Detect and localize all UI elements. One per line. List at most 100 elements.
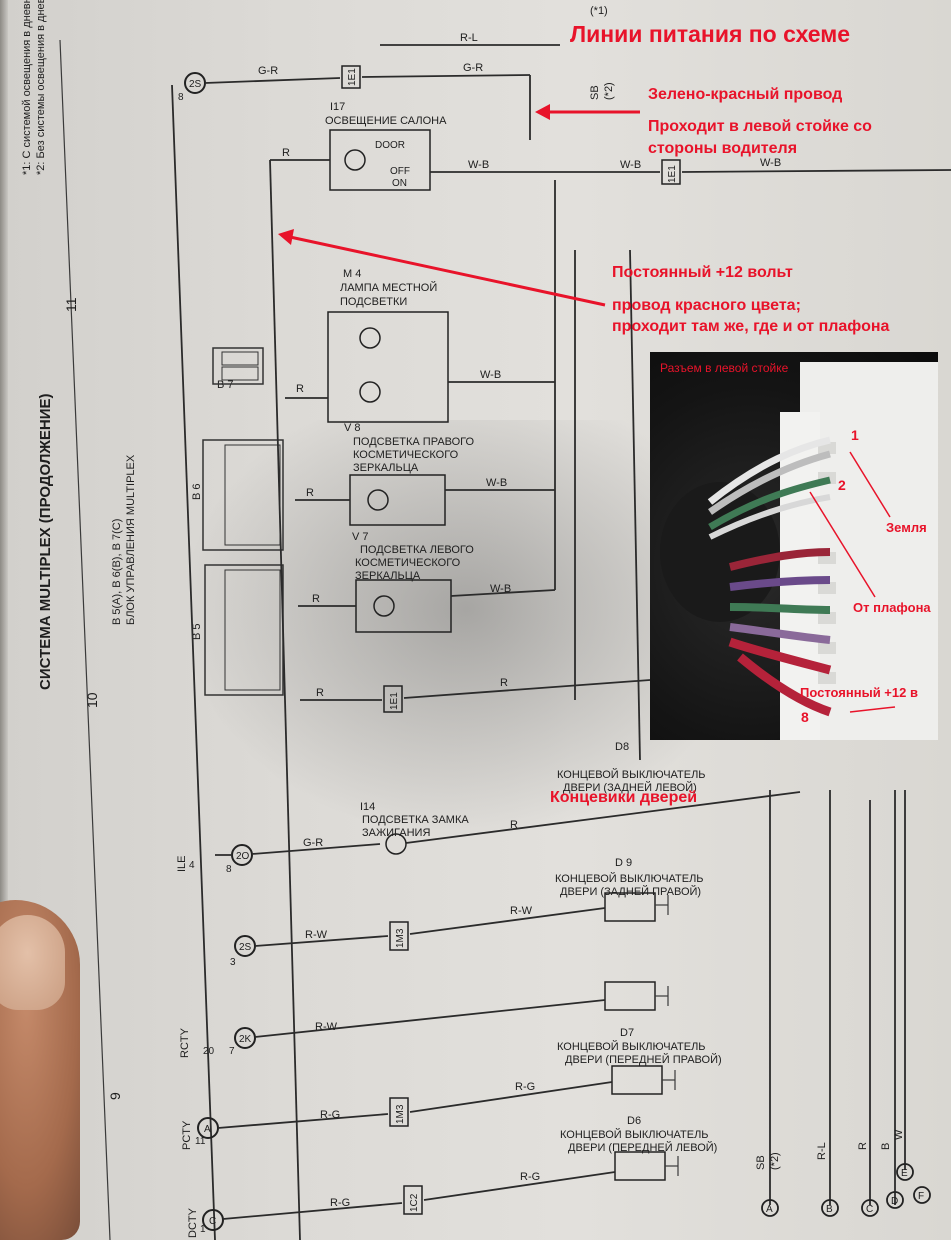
svg-text:G-R: G-R: [463, 62, 483, 74]
wire-code-sb: SB: [755, 1155, 767, 1170]
svg-text:8: 8: [178, 92, 184, 103]
svg-text:G-R: G-R: [303, 837, 323, 849]
svg-text:1E1: 1E1: [667, 165, 678, 183]
annotation-header: Линии питания по схеме: [570, 21, 850, 47]
annotation-const12: Постоянный +12 вольт: [612, 264, 793, 281]
svg-text:2K: 2K: [239, 1034, 252, 1045]
book-spine: [0, 0, 8, 1240]
svg-text:11: 11: [195, 1136, 206, 1147]
m4-map-lamp: M 4 ЛАМПА МЕСТНОЙ ПОДСВЕТКИ R W-B: [285, 268, 555, 423]
svg-text:B 6: B 6: [191, 483, 203, 500]
svg-text:1C2: 1C2: [409, 1193, 420, 1212]
svg-text:ДВЕРИ (ЗАДНЕЙ ЛЕВОЙ): ДВЕРИ (ЗАДНЕЙ ЛЕВОЙ): [563, 781, 697, 794]
svg-text:КОНЦЕВОЙ ВЫКЛЮЧАТЕЛЬ: КОНЦЕВОЙ ВЫКЛЮЧАТЕЛЬ: [555, 872, 704, 885]
svg-text:F: F: [918, 1191, 924, 1202]
svg-text:I14: I14: [360, 801, 375, 813]
wire-code-rl: R-L: [816, 1142, 828, 1160]
d7-door-switch: D7 КОНЦЕВОЙ ВЫКЛЮЧАТЕЛЬ ДВЕРИ (ПЕРЕДНЕЙ …: [181, 1027, 722, 1150]
svg-text:C: C: [209, 1216, 216, 1227]
connector-b5: B 5: [191, 564, 284, 696]
svg-text:DCTY: DCTY: [187, 1207, 199, 1238]
connector-b6: B 6: [191, 439, 284, 551]
svg-text:R-L: R-L: [460, 32, 478, 44]
svg-text:(*2): (*2): [603, 82, 615, 100]
svg-text:4: 4: [189, 860, 195, 871]
svg-text:D7: D7: [620, 1027, 634, 1039]
annotation-red-1: провод красного цвета;: [612, 297, 801, 314]
annotation-red-2: проходит там же, где и от плафона: [612, 318, 890, 335]
svg-text:B 5: B 5: [191, 623, 203, 640]
page-mark-10: 10: [84, 692, 100, 708]
svg-text:R: R: [282, 147, 290, 159]
thumbnail: [0, 915, 65, 1010]
svg-text:R-W: R-W: [510, 905, 533, 917]
svg-text:КОНЦЕВОЙ ВЫКЛЮЧАТЕЛЬ: КОНЦЕВОЙ ВЫКЛЮЧАТЕЛЬ: [557, 768, 706, 781]
svg-text:ДВЕРИ (ПЕРЕДНЕЙ ЛЕВОЙ): ДВЕРИ (ПЕРЕДНЕЙ ЛЕВОЙ): [568, 1141, 717, 1154]
svg-text:ДВЕРИ (ЗАДНЕЙ ПРАВОЙ): ДВЕРИ (ЗАДНЕЙ ПРАВОЙ): [560, 885, 701, 898]
svg-text:ПОДСВЕТКА ПРАВОГО: ПОДСВЕТКА ПРАВОГО: [353, 436, 475, 448]
photo-pin-1: 1: [851, 427, 859, 443]
svg-text:B 7: B 7: [217, 379, 234, 391]
svg-text:PCTY: PCTY: [181, 1120, 193, 1150]
svg-text:R: R: [510, 819, 518, 831]
section-title: СИСТЕМА MULTIPLEX (ПРОДОЛЖЕНИЕ): [37, 393, 54, 690]
svg-text:1M3: 1M3: [395, 928, 406, 948]
i14-ignition-light: ILE 4 2O 8 G-R I14 ПОДСВЕТКА ЗАМКА ЗАЖИГ…: [176, 791, 801, 875]
svg-text:V 8: V 8: [344, 422, 361, 434]
svg-text:C: C: [866, 1204, 873, 1215]
svg-text:V 7: V 7: [352, 531, 369, 543]
svg-text:ПОДСВЕТКА ЛЕВОГО: ПОДСВЕТКА ЛЕВОГО: [360, 544, 474, 556]
svg-text:M 4: M 4: [343, 268, 361, 280]
svg-text:D 9: D 9: [615, 857, 632, 869]
svg-text:1E1: 1E1: [347, 68, 358, 86]
d9-door-switch: D 9 КОНЦЕВОЙ ВЫКЛЮЧАТЕЛЬ ДВЕРИ (ЗАДНЕЙ П…: [230, 857, 704, 968]
photo-pin-2: 2: [838, 477, 846, 493]
svg-text:КОНЦЕВОЙ ВЫКЛЮЧАТЕЛЬ: КОНЦЕВОЙ ВЫКЛЮЧАТЕЛЬ: [557, 1040, 706, 1053]
circuit-top: 2S 8 G-R 1E1 G-R R-L SB (*2) (*1): [178, 5, 615, 140]
svg-text:R-G: R-G: [515, 1081, 535, 1093]
block-title-2: БЛОК УПРАВЛЕНИЯ MULTIPLEX: [125, 454, 137, 625]
wire-code-star2: (*2): [769, 1152, 781, 1170]
annotation-green-red-3: стороны водителя: [648, 140, 797, 157]
v8-right-vanity: V 8 ПОДСВЕТКА ПРАВОГО КОСМЕТИЧЕСКОГО ЗЕР…: [295, 422, 555, 526]
svg-text:КОНЦЕВОЙ ВЫКЛЮЧАТЕЛЬ: КОНЦЕВОЙ ВЫКЛЮЧАТЕЛЬ: [560, 1128, 709, 1141]
svg-text:R: R: [312, 593, 320, 605]
photo-pin-8: 8: [801, 709, 809, 725]
photo-ground-label: Земля: [886, 520, 927, 535]
svg-text:A: A: [766, 1204, 773, 1215]
annotation-door-switches: Концевики дверей: [550, 789, 697, 806]
terminal-c: C: [861, 1199, 879, 1217]
svg-text:R: R: [316, 687, 324, 699]
terminal-b: B: [821, 1199, 839, 1217]
svg-text:R-W: R-W: [315, 1021, 338, 1033]
svg-text:ILE: ILE: [176, 855, 188, 872]
svg-text:ОСВЕЩЕНИЕ САЛОНА: ОСВЕЩЕНИЕ САЛОНА: [325, 115, 447, 127]
svg-text:ЗЕРКАЛЬЦА: ЗЕРКАЛЬЦА: [353, 462, 419, 474]
svg-text:OFF: OFF: [390, 166, 410, 177]
svg-text:R: R: [296, 383, 304, 395]
svg-text:7: 7: [229, 1046, 235, 1057]
footnote-1: *1: С системой освещения в дневное: [21, 0, 33, 175]
svg-text:2S: 2S: [239, 942, 252, 953]
page-mark-11: 11: [63, 297, 79, 312]
svg-text:I17: I17: [330, 101, 345, 113]
r-line-1e1: R 1E1 R: [300, 677, 651, 713]
svg-text:1M3: 1M3: [395, 1104, 406, 1124]
svg-text:КОСМЕТИЧЕСКОГО: КОСМЕТИЧЕСКОГО: [355, 557, 461, 569]
page-mark-9: 9: [107, 1092, 123, 1100]
svg-text:RCTY: RCTY: [179, 1027, 191, 1058]
wire-code-b: B: [880, 1143, 892, 1150]
photo-const12-label: Постоянный +12 в: [800, 685, 918, 700]
svg-text:(*1): (*1): [590, 5, 608, 17]
arrow-red-wire: [278, 229, 606, 307]
arrow-green-red: [535, 104, 640, 120]
svg-text:20: 20: [203, 1046, 215, 1057]
wire-code-w: W: [893, 1129, 905, 1140]
terminal-a: A: [761, 1199, 779, 1217]
svg-text:1: 1: [200, 1224, 206, 1235]
svg-text:КОСМЕТИЧЕСКОГО: КОСМЕТИЧЕСКОГО: [353, 449, 459, 461]
svg-text:2O: 2O: [236, 851, 250, 862]
svg-text:ПОДСВЕТКА ЗАМКА: ПОДСВЕТКА ЗАМКА: [362, 814, 469, 826]
svg-text:W-B: W-B: [468, 159, 489, 171]
